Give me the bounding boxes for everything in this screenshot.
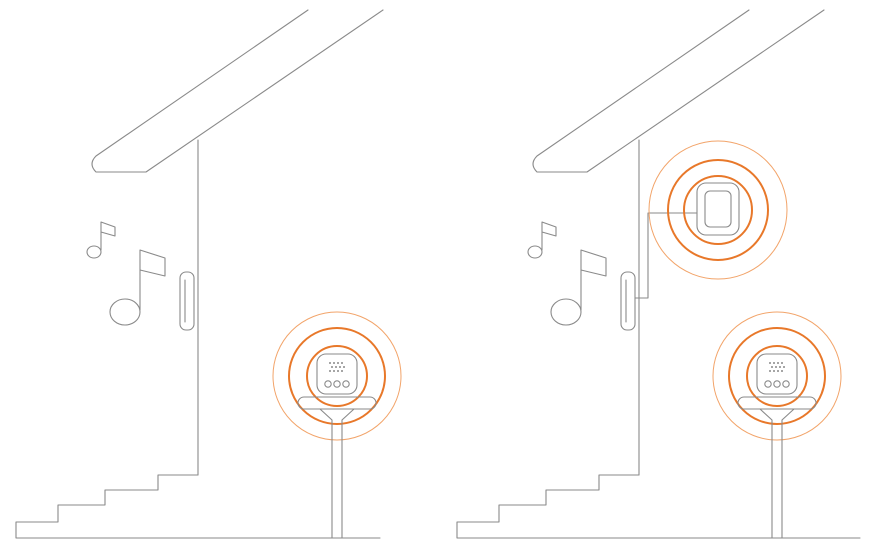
left-panel bbox=[15, 9, 402, 539]
left-music-note-large-icon bbox=[109, 249, 166, 326]
left-stand bbox=[297, 396, 377, 539]
right-receiver-signal-rings bbox=[648, 140, 788, 280]
right-stairs bbox=[456, 474, 861, 539]
left-speaker-icon bbox=[316, 353, 358, 395]
right-panel bbox=[456, 9, 861, 539]
right-wire bbox=[634, 212, 698, 299]
left-music-note-small-icon bbox=[86, 221, 116, 259]
right-roof bbox=[532, 9, 825, 173]
left-stairs bbox=[15, 474, 381, 539]
right-doorbell-icon bbox=[620, 271, 636, 331]
left-signal-rings bbox=[272, 311, 402, 441]
right-music-note-large-icon bbox=[550, 249, 607, 326]
right-music-note-small-icon bbox=[527, 221, 557, 259]
right-stand bbox=[737, 396, 817, 539]
left-roof bbox=[91, 9, 384, 173]
right-speaker-icon bbox=[756, 353, 798, 395]
right-chime-signal-rings bbox=[712, 311, 842, 441]
right-receiver-icon bbox=[696, 182, 740, 236]
left-doorbell-icon bbox=[179, 271, 195, 331]
